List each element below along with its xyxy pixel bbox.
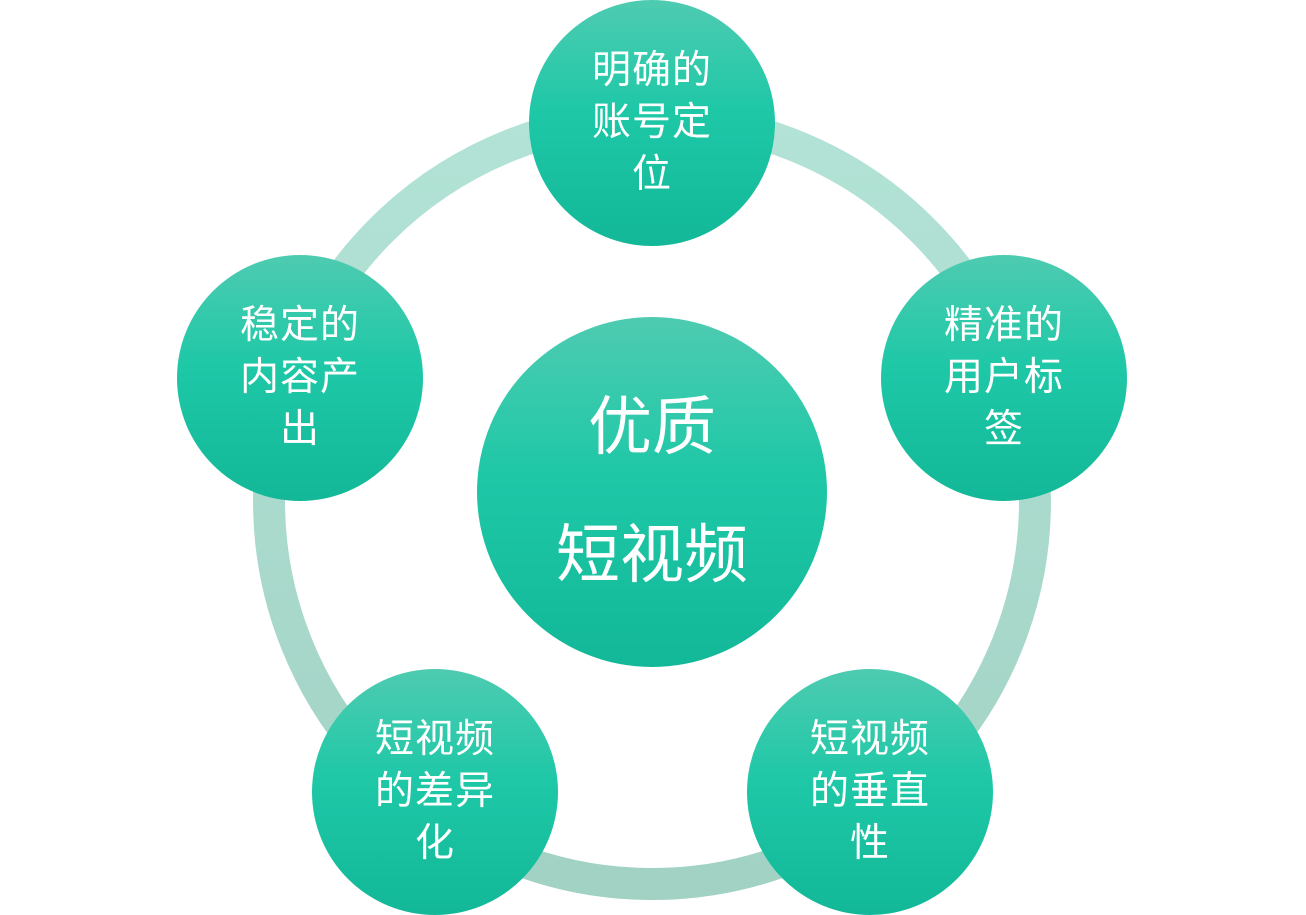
node-user-tags: 精准的用户标签 — [881, 255, 1127, 501]
node-stable-output: 稳定的内容产出 — [177, 255, 423, 501]
center-title-line1: 优质 — [588, 391, 716, 465]
node-differentiation: 短视频的差异化 — [312, 669, 558, 915]
center-node: 优质 短视频 — [477, 317, 827, 667]
node-account-positioning: 明确的账号定位 — [529, 0, 775, 246]
node-label: 短视频的垂直性 — [809, 717, 930, 866]
node-label: 短视频的差异化 — [374, 717, 495, 866]
node-verticality: 短视频的垂直性 — [747, 669, 993, 915]
node-label: 精准的用户标签 — [943, 303, 1064, 452]
center-title-line2: 短视频 — [556, 519, 748, 593]
node-label: 稳定的内容产出 — [239, 303, 360, 452]
node-label: 明确的账号定位 — [591, 48, 712, 197]
